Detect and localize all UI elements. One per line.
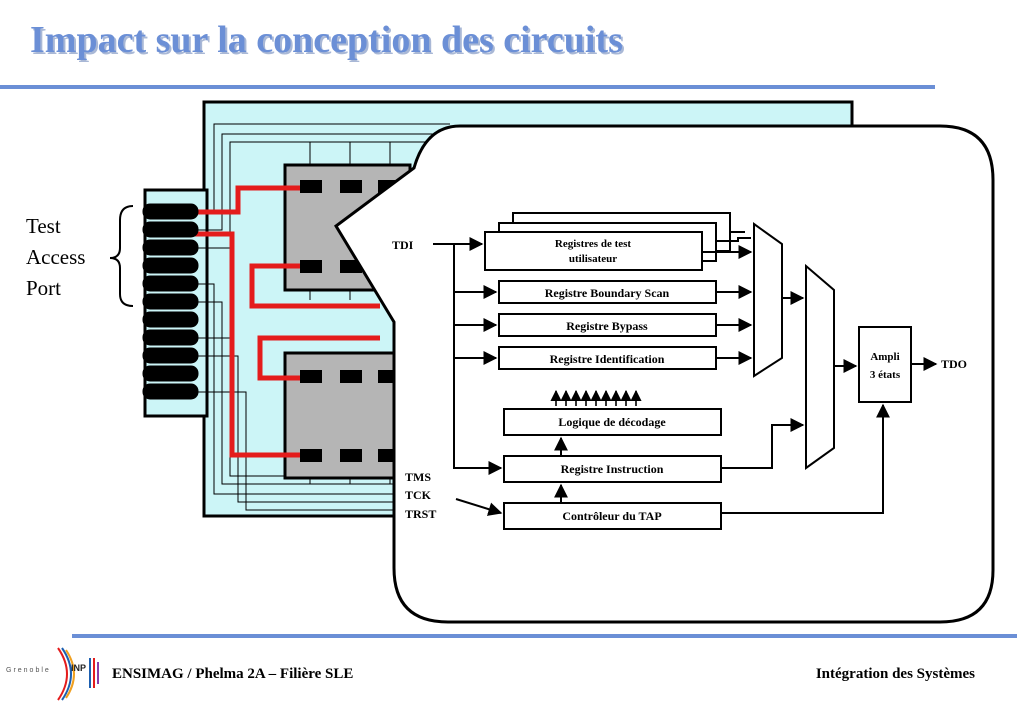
port-label-line2: Access [26, 245, 86, 269]
tap-architecture [433, 212, 938, 530]
tap-brace [109, 205, 134, 307]
instruction-register-box [503, 455, 722, 483]
logo-mark-icon [57, 647, 99, 701]
boundary-scan-label: Registre Boundary Scan [545, 286, 670, 300]
tck-label: TCK [405, 488, 432, 502]
mux-1 [753, 222, 783, 378]
port-label-line3: Port [26, 276, 62, 300]
ampli-line2: 3 états [870, 369, 901, 381]
port-label-line1: Test [26, 214, 61, 238]
slide-title: Impact sur la conception des circuits [30, 19, 623, 61]
footer-subject: Intégration des Systèmes [815, 666, 975, 682]
logo-word: Grenoble [6, 667, 51, 674]
logo-inp: INP [71, 663, 87, 673]
tap-controller-box [503, 502, 722, 530]
identification-label: Registre Identification [550, 352, 665, 366]
mux-2 [805, 263, 835, 470]
footer-course: ENSIMAG / Phelma 2A – Filière SLE [112, 666, 354, 682]
tms-label: TMS [405, 470, 431, 484]
user-registers-line1: Registres de test [555, 238, 631, 250]
tdi-label: TDI [392, 238, 414, 252]
user-registers-box [484, 231, 703, 271]
test-access-port-label: Test Access Port [26, 211, 116, 304]
decoding-logic-box [503, 408, 722, 436]
tdo-label: TDO [941, 357, 967, 371]
ampli-line1: Ampli [870, 351, 899, 363]
ampli-box [858, 326, 912, 403]
user-registers-line2: utilisateur [569, 253, 617, 265]
decoding-logic-label: Logique de décodage [558, 415, 666, 429]
footer-divider [72, 634, 1017, 638]
grenoble-inp-logo: Grenoble INP [6, 644, 106, 704]
tap-controller-label: Contrôleur du TAP [562, 509, 661, 523]
instruction-register-label: Registre Instruction [561, 462, 664, 476]
title-divider [0, 85, 935, 89]
trst-label: TRST [405, 507, 436, 521]
bypass-label: Registre Bypass [566, 319, 648, 333]
